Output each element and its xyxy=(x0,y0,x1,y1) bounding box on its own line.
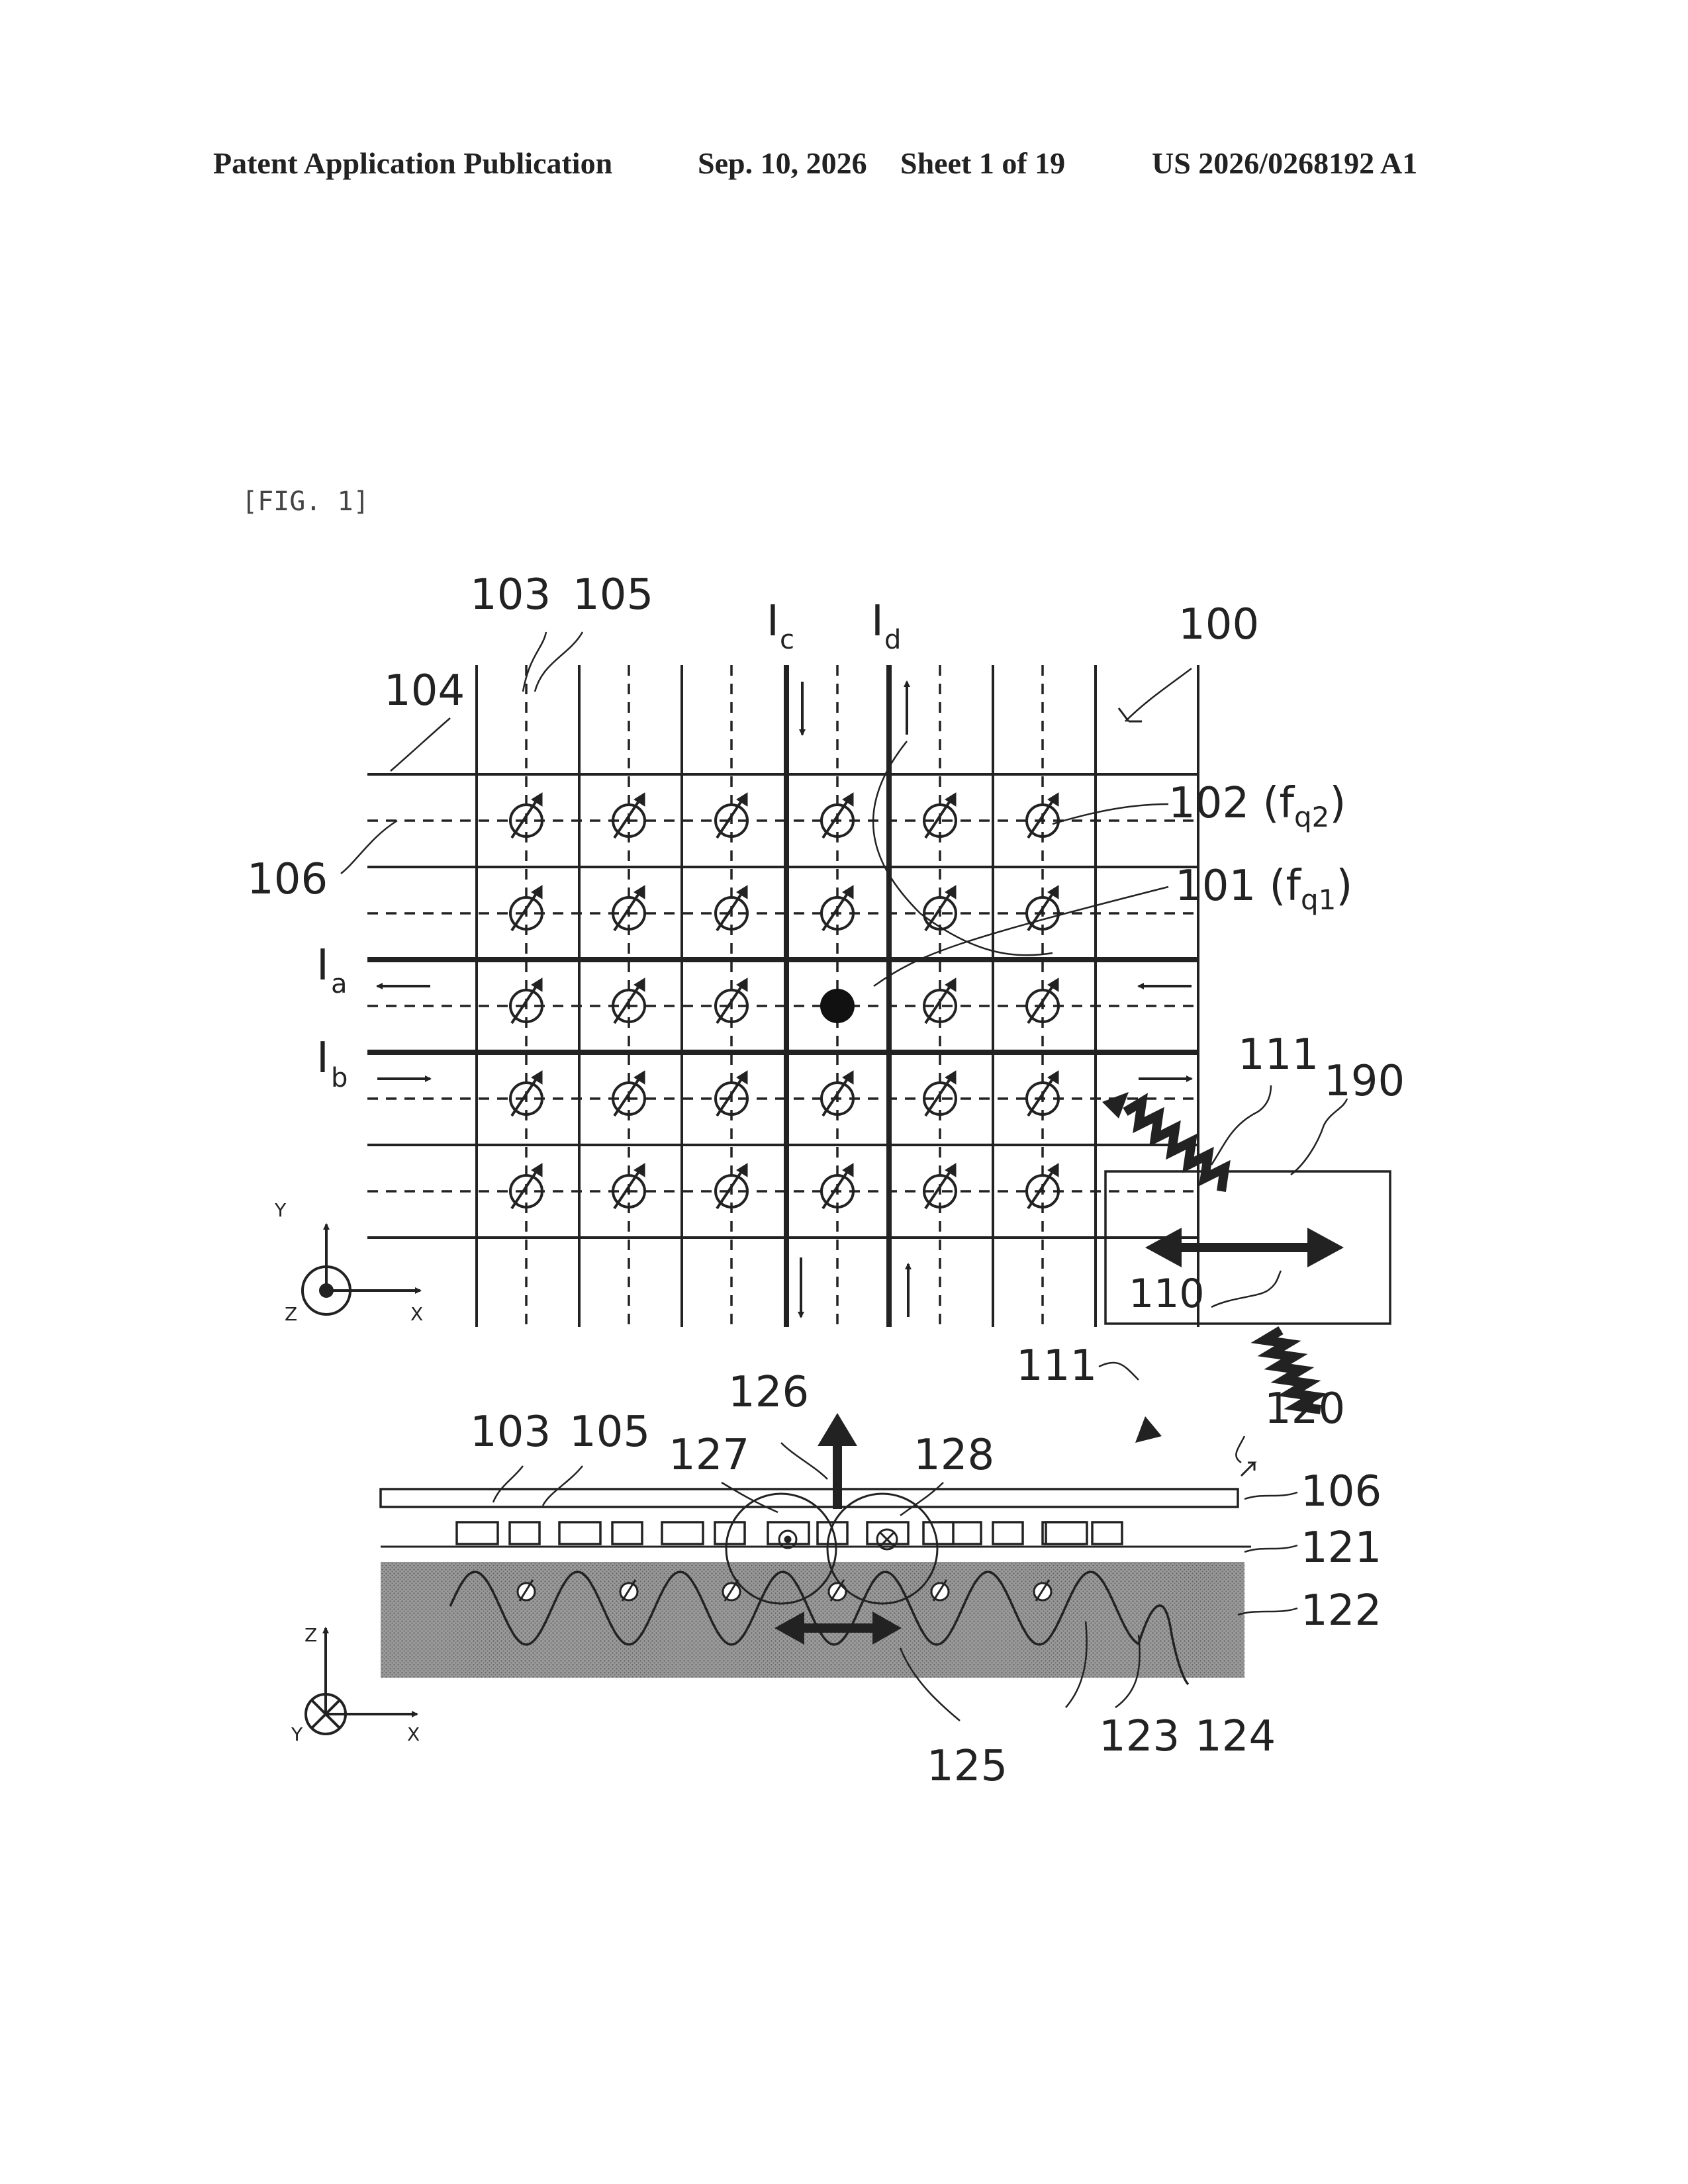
label-ib-sub: b xyxy=(331,1063,348,1093)
label-128: 128 xyxy=(914,1431,994,1480)
top-view-labels: 100 103 105 104 106 I c I d I a I b 102 … xyxy=(247,570,1352,1325)
label-102: 102 (f xyxy=(1168,779,1295,828)
label-ia: I xyxy=(316,941,329,990)
microwave-111-upper xyxy=(1125,1102,1225,1191)
svg-text:102 (fq2): 102 (fq2) xyxy=(1168,779,1346,833)
selected-qubit-101 xyxy=(820,989,855,1023)
axis-x-label-side: X xyxy=(407,1723,420,1745)
barrier-electrode xyxy=(612,1522,642,1544)
svg-text:101 (fq1): 101 (fq1) xyxy=(1175,862,1352,916)
label-127: 127 xyxy=(669,1431,749,1480)
barrier-electrode xyxy=(923,1522,953,1544)
microwave-source-190 xyxy=(1099,1085,1390,1443)
side-view xyxy=(306,1413,1297,1734)
label-ia-sub: a xyxy=(331,969,348,999)
label-100: 100 xyxy=(1178,600,1259,649)
label-122: 122 xyxy=(1301,1586,1382,1635)
top-view xyxy=(303,632,1198,1327)
barrier-electrode xyxy=(993,1522,1023,1544)
gate-electrode xyxy=(662,1522,703,1544)
label-121: 121 xyxy=(1301,1524,1382,1572)
label-id: I xyxy=(871,597,884,646)
label-103: 103 xyxy=(470,570,551,619)
barrier-electrode xyxy=(1092,1522,1122,1544)
label-ic: I xyxy=(767,597,779,646)
label-101-close: ) xyxy=(1336,862,1352,911)
label-110: 110 xyxy=(1129,1271,1205,1317)
label-105-side: 105 xyxy=(569,1408,650,1457)
label-102-sub: q2 xyxy=(1294,801,1329,833)
label-120: 120 xyxy=(1264,1385,1345,1433)
label-106-side: 106 xyxy=(1301,1467,1382,1516)
barrier-lines-dashed-horizontal xyxy=(367,821,1198,1191)
label-111-upper: 111 xyxy=(1238,1030,1319,1079)
label-101-sub: q1 xyxy=(1301,884,1336,916)
label-111-lower: 111 xyxy=(1016,1342,1097,1390)
axis-y-label-side: Y xyxy=(291,1723,303,1745)
axis-z-label-side: Z xyxy=(305,1624,317,1646)
label-103-side: 103 xyxy=(470,1408,551,1457)
label-ic-sub: c xyxy=(780,625,794,655)
label-104: 104 xyxy=(384,666,465,715)
label-105: 105 xyxy=(573,570,653,619)
layer-106 xyxy=(381,1489,1238,1507)
axis-y-label: Y xyxy=(274,1199,287,1221)
label-126: 126 xyxy=(728,1368,809,1417)
leader-lines xyxy=(341,632,1192,986)
barrier-electrode xyxy=(715,1522,745,1544)
gate-electrode xyxy=(457,1522,498,1544)
barrier-electrode xyxy=(510,1522,539,1544)
gate-electrode xyxy=(1046,1522,1087,1544)
label-ib: I xyxy=(316,1034,329,1083)
axis-x-label: X xyxy=(410,1303,423,1325)
source-labels: 111 190 110 111 xyxy=(1016,1030,1405,1390)
label-id-sub: d xyxy=(884,625,901,655)
label-190: 190 xyxy=(1324,1057,1405,1106)
label-106: 106 xyxy=(247,855,328,904)
label-124: 124 xyxy=(1195,1712,1276,1761)
label-101: 101 (f xyxy=(1175,862,1301,911)
label-123: 123 xyxy=(1099,1712,1180,1761)
label-125: 125 xyxy=(927,1742,1008,1791)
gate-electrode xyxy=(559,1522,600,1544)
label-102-close: ) xyxy=(1329,779,1346,828)
axis-z-label: Z xyxy=(285,1303,297,1325)
